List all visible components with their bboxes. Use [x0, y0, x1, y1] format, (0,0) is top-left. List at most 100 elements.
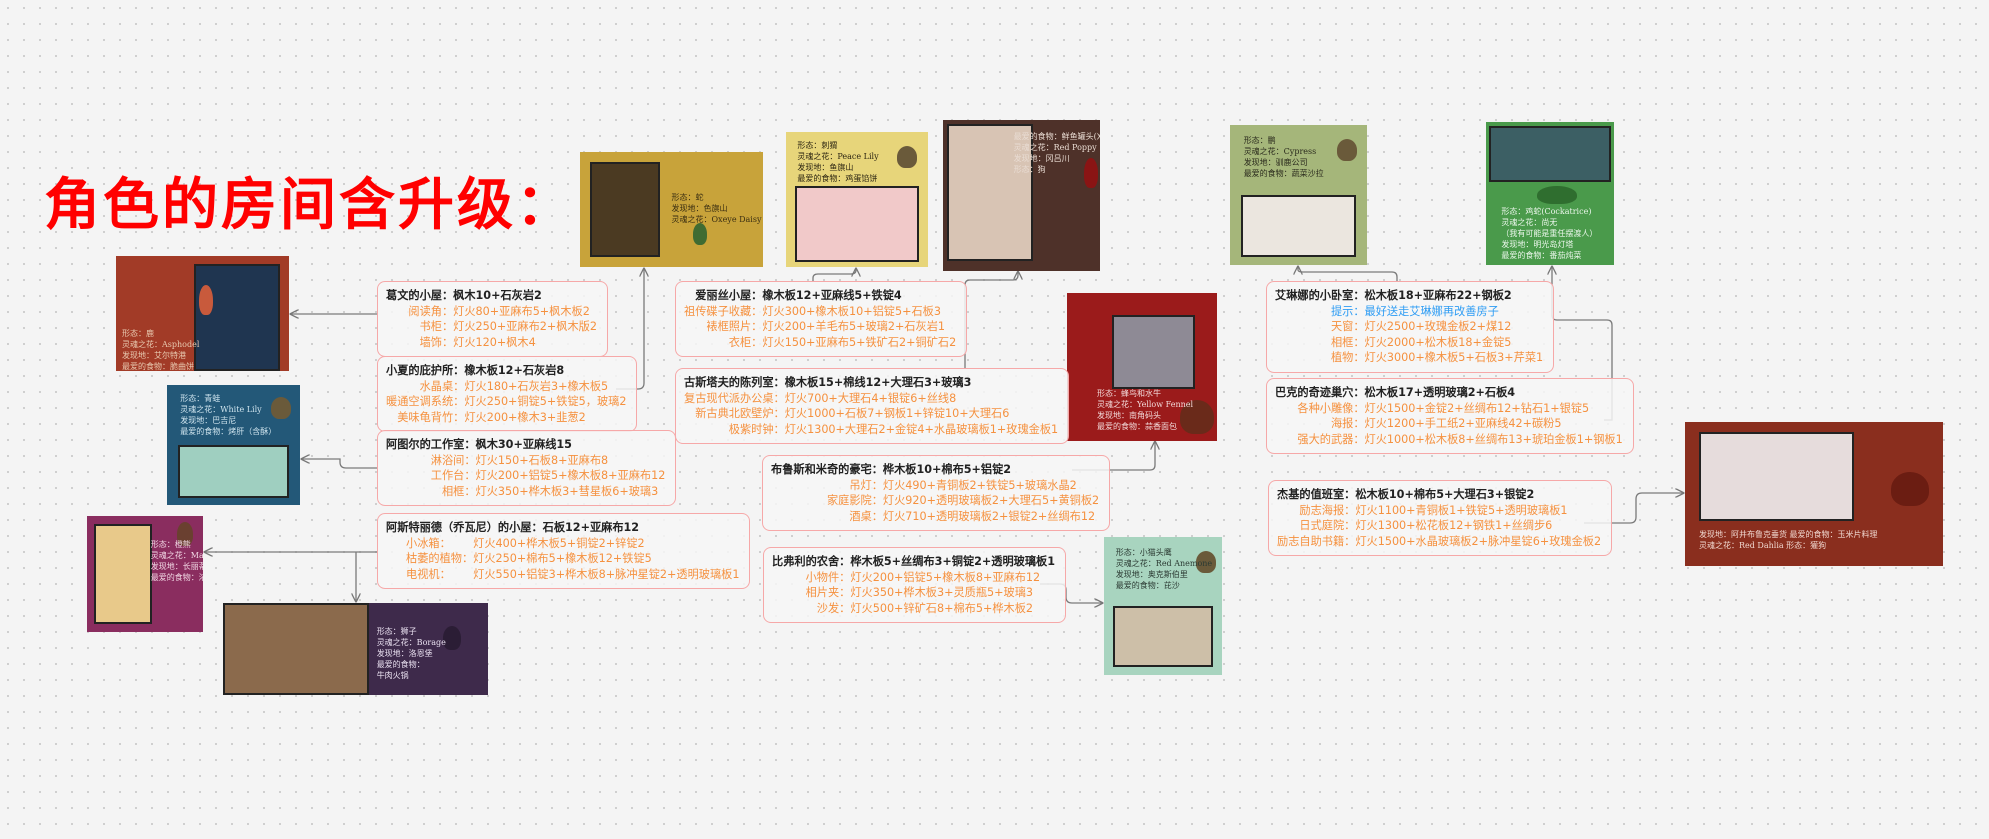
character-info: 形态：蛇发现地：色旗山灵魂之花：Oxeye Daisy [672, 192, 762, 225]
room-title-row: 小夏的庇护所：橡木板12+石灰岩8 [386, 363, 626, 379]
info-line: 形态：青蛙 [180, 394, 221, 404]
item-label: 家庭影院： [826, 494, 883, 507]
info-line: 灵魂之花：Asphodel [122, 340, 200, 350]
item-cost: 灯火120+枫木4 [453, 335, 536, 349]
room-materials: 桦木板10+棉布5+铝锭2 [882, 463, 1012, 476]
character-sprite-icon [270, 397, 291, 419]
item-label: 相框： [441, 484, 476, 498]
upgrade-row: 新古典北欧壁炉：灯火1000+石板7+钢板1+锌锭10+大理石6 [684, 406, 1058, 422]
item-cost: 灯火250+亚麻布2+枫木版2 [453, 320, 597, 333]
upgrade-row: 小物件：灯火200+铝锭5+橡木板8+亚麻布12 [772, 570, 1055, 586]
room-illustration [1699, 432, 1854, 522]
room-materials: 松木板10+棉布5+大理石3+银锭2 [1355, 488, 1535, 501]
info-line: （我有可能是重任摆渡人） [1501, 229, 1598, 239]
upgrade-row: 祖传碟子收藏：灯火300+橡木板10+铝锭5+石板3 [684, 304, 956, 320]
upgrade-row: 裱框照片：灯火200+羊毛布5+玻璃2+石灰岩1 [684, 319, 956, 335]
info-line: 发现地：阿井布鲁克垂货 最爱的食物：玉米片料理 [1699, 529, 1878, 539]
room-illustration [177, 445, 290, 498]
connector-alice [812, 269, 856, 281]
upgrade-row: 强大的武器：灯火1000+松木板8+丝绸布13+琥珀金板1+钢板1 [1275, 432, 1623, 448]
item-label: 复古现代派办公桌： [684, 391, 785, 405]
upgrade-row: 复古现代派办公桌：灯火700+大理石4+银锭6+丝线8 [684, 391, 1058, 407]
info-line: 发现地：巴吉尼 [180, 416, 237, 426]
character-card-buck[interactable]: 形态：鸡蛇(Cockatrice)灵魂之花：尚无（我有可能是重任摆渡人）发现地：… [1486, 122, 1614, 265]
item-label: 美味龟背竹： [397, 410, 465, 424]
item-label: 日式庭院： [1299, 519, 1356, 532]
item-label: 淋浴间： [430, 453, 476, 467]
room-materials: 桦木板5+丝绸布3+铜锭2+透明玻璃板1 [850, 555, 1056, 568]
info-line: 形态：狮子 [376, 627, 417, 636]
upgrade-row: 美味龟背竹：灯火200+橡木3+韭葱2 [386, 410, 626, 426]
info-line: 发现地：洛恩堡 [376, 649, 433, 658]
item-label: 励志自助书籍： [1277, 534, 1356, 548]
room-title-row: 杰基的值班室：松木板10+棉布5+大理石3+银锭2 [1277, 487, 1601, 503]
character-sprite-icon [896, 145, 917, 168]
info-line: 灵魂之花：Oxeye Daisy [671, 215, 762, 225]
info-line: 形态：小猫头鹰 [1115, 547, 1172, 557]
upgrade-row: 相框：灯火2000+松木板18+金锭5 [1275, 335, 1543, 351]
room-illustration [1113, 606, 1213, 667]
room-name: 杰基的值班室： [1277, 488, 1356, 501]
info-line: 灵魂之花：Red Dahlia 形态：獾狗 [1699, 540, 1827, 550]
character-sprite-icon [1891, 472, 1930, 507]
character-sprite-icon [1336, 139, 1357, 161]
item-cost: 灯火1000+松木板8+丝绸布13+琥珀金板1+钢板1 [1364, 432, 1623, 446]
item-cost: 灯火1300+大理石2+金锭4+水晶玻璃板1+玫瑰金板1 [784, 422, 1059, 436]
item-label: 极紫时钟： [728, 422, 785, 436]
upgrade-row: 小冰箱：灯火400+桦木板5+铜锭2+锌锭2 [386, 536, 739, 552]
item-label: 工作台： [430, 469, 476, 482]
upgrade-row: 励志自助书籍：灯火1500+水晶玻璃板2+脉冲星锭6+玫瑰金板2 [1277, 534, 1601, 550]
item-label: 墙饰： [419, 335, 454, 349]
character-card-jackie[interactable]: 发现地：阿井布鲁克垂货 最爱的食物：玉米片料理灵魂之花：Red Dahlia 形… [1685, 422, 1943, 566]
item-cost: 灯火350+桦木板3+灵质瓶5+玻璃3 [850, 586, 1034, 599]
room-title-row: 阿斯特丽德（乔瓦尼）的小屋：石板12+亚麻布12 [386, 520, 739, 536]
upgrade-row: 各种小雕像：灯火1500+金锭2+丝绸布12+钻石1+银锭5 [1275, 401, 1623, 417]
item-cost: 灯火200+铝锭5+橡木板8+亚麻布12 [850, 570, 1041, 584]
room-name: 古斯塔夫的陈列室： [684, 376, 785, 389]
item-label: 天窗： [1330, 320, 1365, 333]
room-illustration [1489, 126, 1611, 182]
info-line: 发现地：艾尔特港 [122, 351, 186, 361]
room-name: 小夏的庇护所： [386, 364, 465, 377]
upgrade-row: 电视机：灯火550+铝锭3+桦木板8+脉冲星锭2+透明玻璃板1 [386, 567, 739, 583]
item-cost: 灯火150+亚麻布5+铁矿石2+铜矿石2 [762, 335, 957, 349]
item-label: 各种小雕像： [1297, 401, 1365, 415]
item-cost: 灯火710+透明玻璃板2+银锭2+丝绸布12 [882, 509, 1096, 523]
item-label: 枯萎的植物： [406, 552, 474, 565]
item-label: 阅读角： [408, 304, 454, 318]
upgrade-row: 淋浴间：灯火150+石板8+亚麻布8 [386, 453, 665, 469]
item-cost: 灯火2000+松木板18+金锭5 [1364, 335, 1512, 349]
info-line: 灵魂之花：Borage [376, 638, 446, 647]
info-line: 牛肉火锅 [376, 671, 409, 680]
room-name: 葛文的小屋： [386, 289, 454, 302]
item-label: 暖通空调系统： [386, 395, 465, 408]
character-card-summer[interactable]: 形态：蛇发现地：色旗山灵魂之花：Oxeye Daisy [580, 152, 763, 267]
info-line: 发现地：奥克斯伯里 [1115, 569, 1188, 579]
info-line: 最爱的食物：浓面 [150, 573, 203, 583]
item-cost: 灯火300+橡木板10+铝锭5+石板3 [762, 304, 941, 318]
